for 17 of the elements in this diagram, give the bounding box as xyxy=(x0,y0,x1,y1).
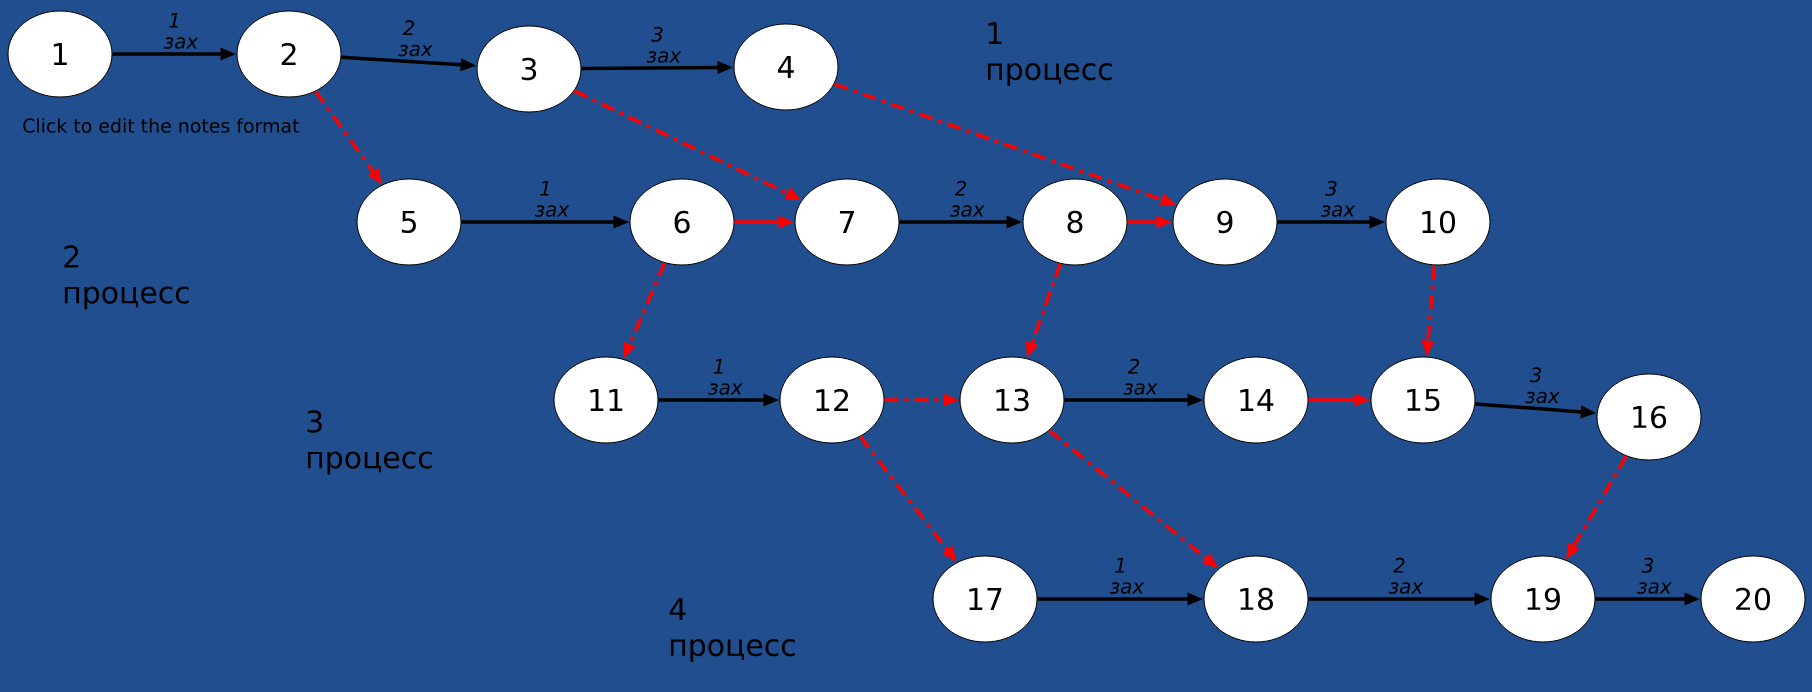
note-text: Click to edit the notes format xyxy=(23,118,300,133)
process-label: 3 процесс xyxy=(307,410,432,475)
edge-label: 2 зах xyxy=(950,180,985,217)
edge-label: 2 зах xyxy=(1388,557,1424,594)
edge-label: 3 зах xyxy=(1320,180,1356,217)
edge-label: 1 зах xyxy=(534,181,570,217)
process-label: 2 процесс xyxy=(64,245,189,310)
edge-label: 3 зах xyxy=(1525,367,1560,404)
edge-label: 2 зах xyxy=(1123,358,1158,395)
edge-label: 2 зах xyxy=(398,20,433,57)
process-label: 1 процесс xyxy=(987,22,1112,87)
edge-label: 3 зах xyxy=(646,26,682,63)
process-label: 4 процесс xyxy=(669,598,795,663)
edge-label: 1 зах xyxy=(1109,558,1145,594)
edge-label: 1 зах xyxy=(163,13,199,49)
edge-label: 3 зах xyxy=(1637,557,1672,594)
edge-label: 1 зах xyxy=(708,359,743,395)
